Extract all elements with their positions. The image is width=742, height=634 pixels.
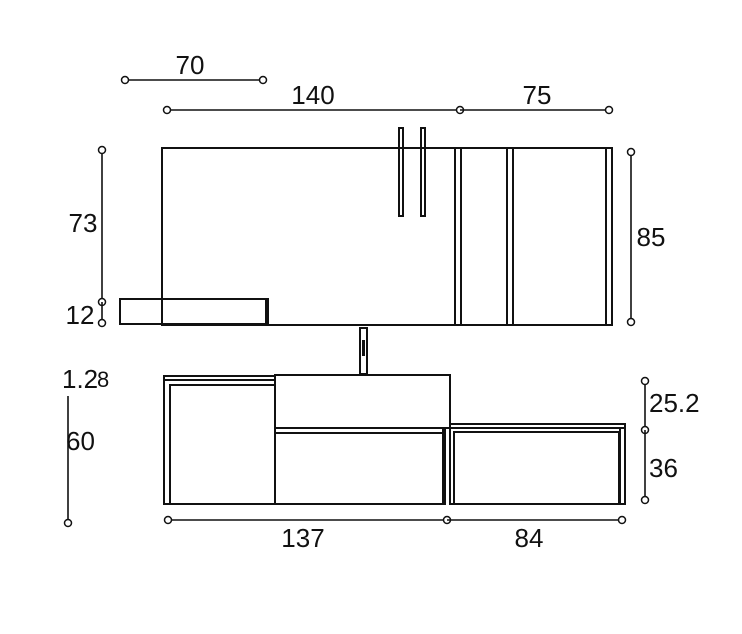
dimension-36: 36	[640, 430, 678, 505]
floating-shelf	[119, 298, 269, 325]
dimension-25-2: 25.2	[640, 376, 700, 435]
dimension-73: 73	[69, 145, 107, 307]
base-sink-unit	[274, 374, 451, 505]
dimension-140: 140	[162, 80, 465, 115]
dimension-84: 84	[447, 515, 627, 553]
dimension-label-8: 8	[97, 367, 109, 392]
dimension-label-137: 137	[281, 523, 324, 553]
dimension-label-12: 12	[66, 300, 95, 330]
dimension-label-140: 140	[291, 80, 334, 110]
dimension-75: 75	[460, 80, 614, 115]
dimension-label-84: 84	[515, 523, 544, 553]
faucet	[359, 327, 368, 375]
dimension-label-73: 73	[69, 208, 98, 238]
dimension-70: 70	[120, 50, 268, 85]
dimension-label-85: 85	[637, 222, 666, 252]
dimension-label-60: 60	[66, 426, 95, 456]
dimension-label-75: 75	[523, 80, 552, 110]
dimension-137: 137	[163, 515, 452, 553]
dimension-60: 60	[63, 396, 95, 528]
dimension-85: 85	[626, 147, 666, 327]
dimension-label-25-2: 25.2	[649, 388, 700, 418]
handle-right	[420, 127, 426, 217]
dimension-12: 12	[66, 300, 107, 330]
dimension-label-1-2: 1.2	[62, 364, 98, 394]
dimension-label-36: 36	[649, 453, 678, 483]
wall-cabinet	[161, 127, 613, 326]
dimension-label-70: 70	[176, 50, 205, 80]
base-right-unit	[449, 423, 626, 505]
base-left-unit	[163, 375, 276, 505]
handle-left	[398, 127, 404, 217]
dimension-1-2: 1.2 8	[62, 364, 109, 394]
